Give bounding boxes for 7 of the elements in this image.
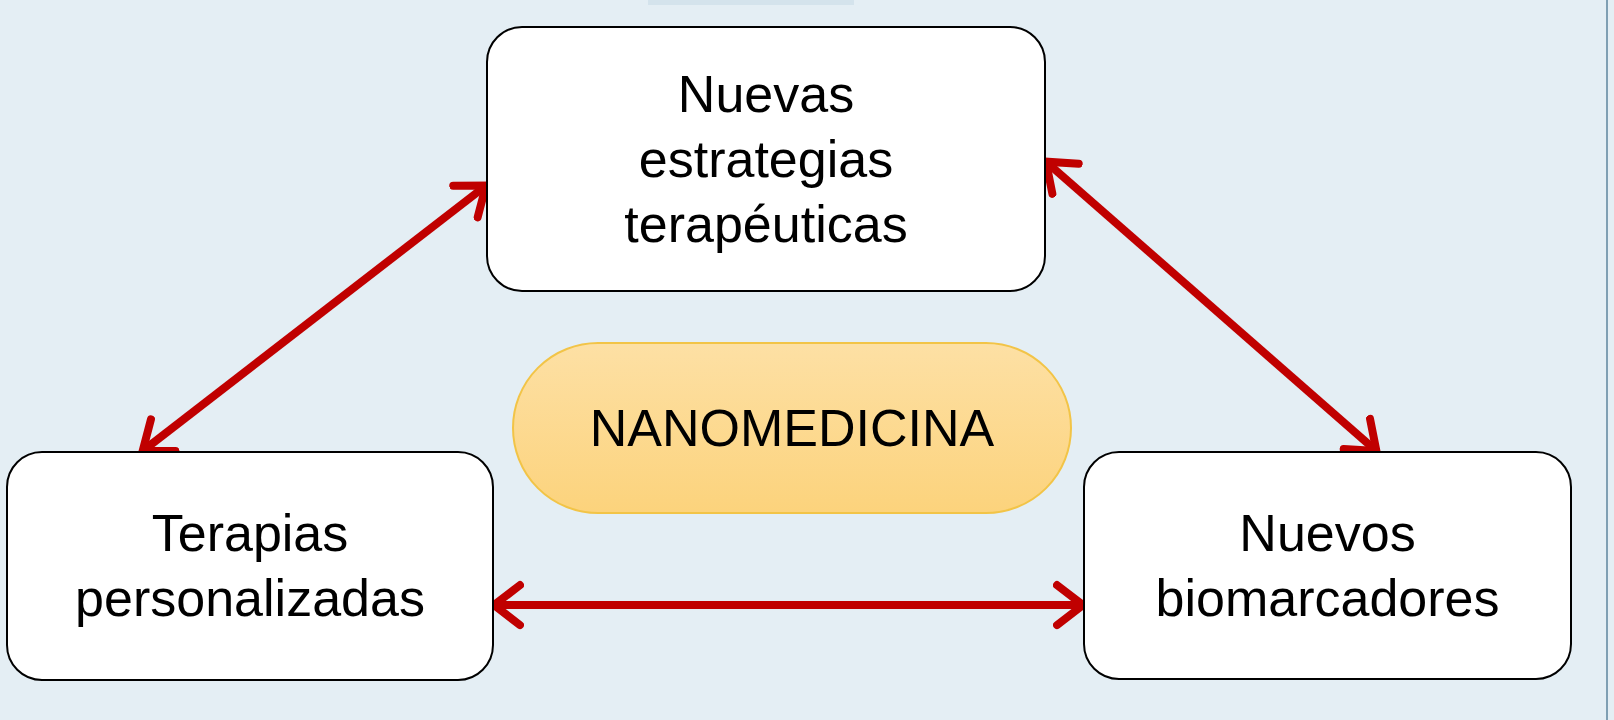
node-label: Terapias personalizadas: [74, 503, 426, 629]
topic-box: [6, 451, 494, 681]
node-label: NANOMEDICINA: [589, 397, 995, 459]
topic-box: [1083, 451, 1572, 680]
node-label: Nuevos biomarcadores: [1154, 502, 1501, 629]
node-label: Nuevas estrategias terapéuticas: [623, 63, 909, 255]
topic-box: [486, 26, 1046, 292]
